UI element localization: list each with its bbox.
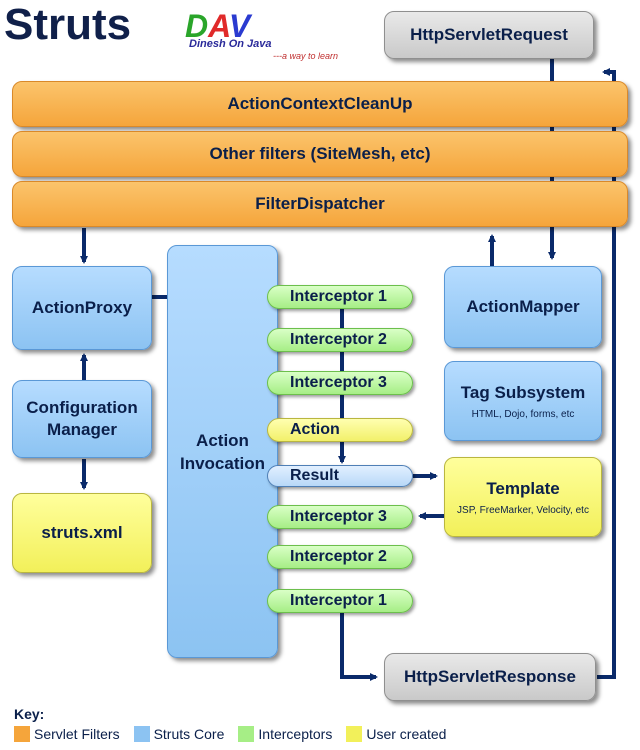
action-invocation: Action Invocation (167, 245, 278, 658)
logo-name: Dinesh On Java (189, 38, 272, 50)
struts-xml: struts.xml (12, 493, 152, 573)
action-proxy: ActionProxy (12, 266, 152, 350)
filter-dispatcher: FilterDispatcher (12, 181, 628, 227)
filter-other: Other filters (SiteMesh, etc) (12, 131, 628, 177)
logo: DAV Dinesh On Java ---a way to learn (185, 8, 355, 66)
key-title: Key: (14, 706, 45, 722)
tag-subsystem-title: Tag Subsystem (460, 382, 586, 402)
interceptor-2-out: Interceptor 2 (267, 545, 413, 569)
template-title: Template (486, 478, 560, 498)
arrow-response-to-request (597, 68, 616, 679)
action-step: Action (267, 418, 413, 442)
interceptor-1-out: Interceptor 1 (267, 589, 413, 613)
key-swatch (346, 726, 363, 742)
filter-action-context-cleanup: ActionContextCleanUp (12, 81, 628, 127)
result-step: Result (267, 465, 413, 487)
interceptor-1-in: Interceptor 1 (267, 285, 413, 309)
interceptor-3-out: Interceptor 3 (267, 505, 413, 529)
arrow-chain-to-response (340, 612, 378, 681)
logo-tagline: ---a way to learn (273, 51, 339, 61)
http-servlet-response: HttpServletResponse (384, 653, 596, 701)
page-title: Struts (4, 0, 132, 49)
key-label: Servlet Filters (34, 726, 120, 742)
key-item-servlet-filters: Servlet Filters (14, 726, 120, 742)
http-servlet-request: HttpServletRequest (384, 11, 594, 59)
key-item-struts-core: Struts Core (133, 726, 225, 742)
tag-subsystem-subtitle: HTML, Dojo, forms, etc (471, 408, 575, 420)
key-legend: Servlet Filters Struts Core Interceptors… (14, 726, 446, 742)
configuration-manager: Configuration Manager (12, 380, 152, 458)
template-subtitle: JSP, FreeMarker, Velocity, etc (457, 504, 589, 516)
action-mapper: ActionMapper (444, 266, 602, 348)
template: Template JSP, FreeMarker, Velocity, etc (444, 457, 602, 537)
key-swatch (133, 726, 150, 742)
key-label: Struts Core (153, 726, 225, 742)
interceptor-2-in: Interceptor 2 (267, 328, 413, 352)
key-item-user-created: User created (346, 726, 446, 742)
tag-subsystem: Tag Subsystem HTML, Dojo, forms, etc (444, 361, 602, 441)
key-label: Interceptors (258, 726, 333, 742)
key-swatch (238, 726, 255, 742)
interceptor-3-in: Interceptor 3 (267, 371, 413, 395)
key-item-interceptors: Interceptors (238, 726, 332, 742)
logo-letters: DAV (185, 8, 251, 44)
key-label: User created (366, 726, 447, 742)
key-swatch (14, 726, 30, 742)
